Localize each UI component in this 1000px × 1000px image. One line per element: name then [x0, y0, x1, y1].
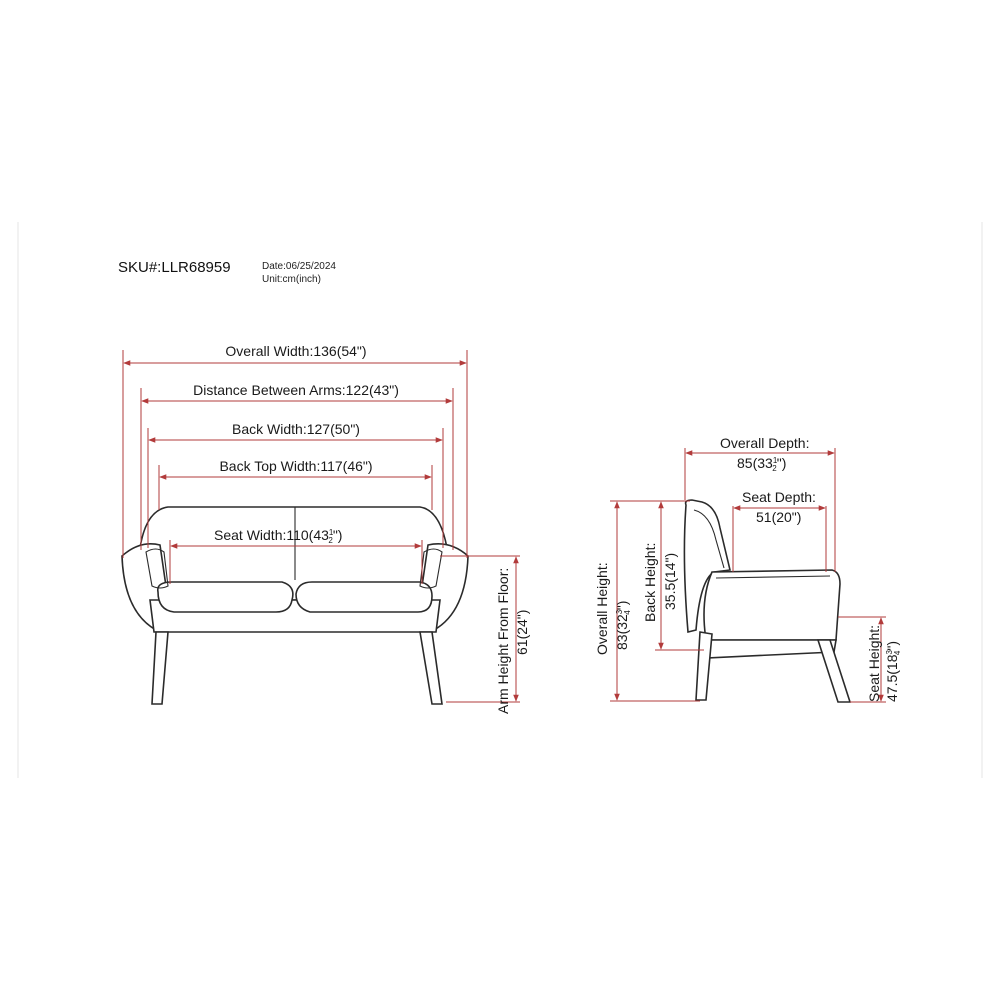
back-top-text: Back Top Width:117(46") — [219, 458, 372, 474]
front-right-cushion — [295, 581, 433, 613]
arm-height-value: 61(24") — [514, 610, 530, 655]
back-height-value: 35.5(14") — [662, 553, 678, 610]
back-height-label: Back Height: — [642, 543, 658, 622]
front-view-sofa — [121, 506, 469, 705]
back-width-text: Back Width:127(50") — [232, 421, 360, 437]
front-leg-right — [419, 631, 443, 705]
front-leg-left — [151, 631, 169, 705]
front-dimensions: Overall Width:136(54") Distance Between … — [122, 343, 530, 714]
front-right-pillow — [419, 548, 443, 589]
unit-label: Unit:cm(inch) — [262, 274, 321, 285]
arms-text: Distance Between Arms:122(43") — [193, 382, 399, 398]
side-base-rail — [703, 639, 837, 659]
side-view-sofa — [683, 499, 852, 703]
overall-depth-label: Overall Depth: — [720, 435, 809, 451]
header-meta: Date:06/25/2024 Unit:cm(inch) — [262, 260, 336, 286]
side-body — [703, 569, 841, 641]
overall-height-label: Overall Height: — [594, 562, 610, 655]
seat-height-label: Seat Height: — [866, 625, 882, 702]
side-back-cushion-line — [693, 509, 725, 569]
side-leg-back — [695, 631, 713, 701]
arm-height-label: Arm Height From Floor: — [495, 568, 511, 714]
seat-depth-label: Seat Depth: — [742, 489, 816, 505]
side-arm-top-line — [715, 575, 831, 579]
overall-height-value: 83(3234") — [614, 601, 632, 650]
front-left-cushion — [156, 581, 294, 613]
sku-label: SKU#:LLR68959 — [118, 259, 231, 276]
seat-height-value: 47.5(1834") — [884, 641, 902, 702]
seat-depth-value: 51(20") — [756, 509, 801, 525]
date-label: Date:06/25/2024 — [262, 261, 336, 272]
overall-width-text: Overall Width:136(54") — [225, 343, 366, 359]
front-left-pillow — [145, 548, 169, 589]
